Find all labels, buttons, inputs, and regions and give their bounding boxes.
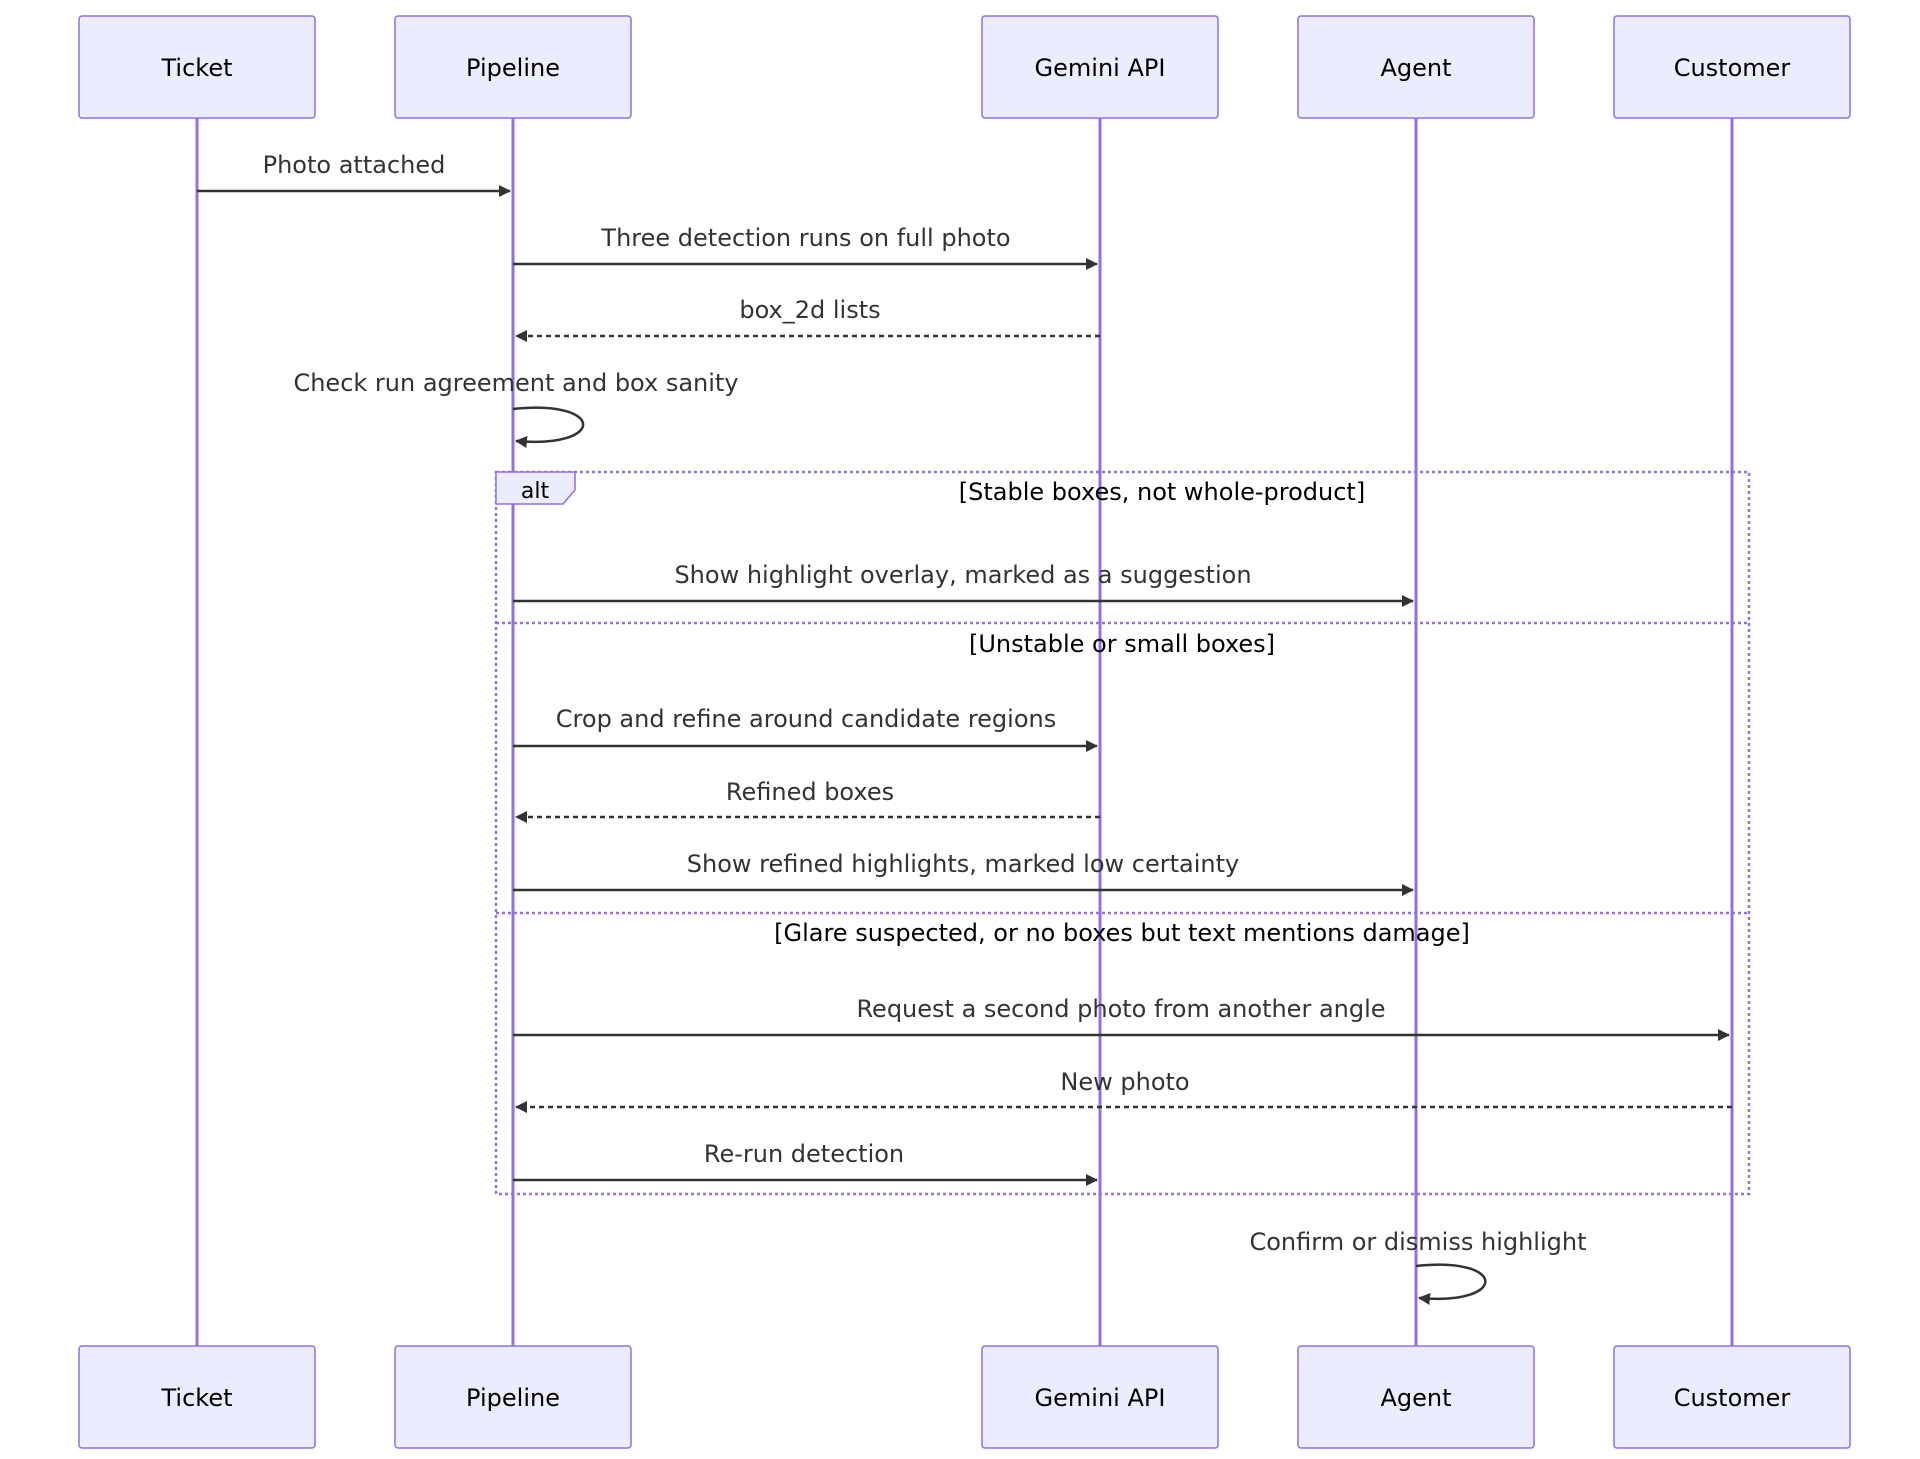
actor-box [981,15,1219,119]
actor-label: Gemini API [1035,1384,1166,1412]
actor-box [1613,1345,1851,1449]
message-label: Photo attached [263,151,446,179]
actor-box [78,15,316,119]
message-label: Check run agreement and box sanity [293,369,738,397]
alt-fragment-frame [494,470,1751,1196]
actor-label: Gemini API [1035,54,1166,82]
actor-ticket-bottom: Ticket [78,1345,316,1449]
messages: Photo attached Three detection runs on f… [197,151,1732,1305]
message-label: Crop and refine around candidate regions [556,705,1056,733]
actor-customer-bottom: Customer [1613,1345,1851,1449]
message-label: New photo [1060,1068,1189,1096]
actor-box [1297,15,1535,119]
message-label: box_2d lists [739,296,880,324]
message-self-loop [512,406,585,448]
message-label: Confirm or dismiss highlight [1249,1228,1586,1256]
actor-box [981,1345,1219,1449]
actor-gemini-api-bottom: Gemini API [981,1345,1219,1449]
actor-gemini-api: Gemini API [981,15,1219,119]
actor-label: Ticket [160,54,232,82]
actor-agent: Agent [1297,15,1535,119]
alt-condition-1: [Stable boxes, not whole-product] [959,478,1365,506]
actor-box [394,1345,632,1449]
message-label: Three detection runs on full photo [600,224,1010,252]
actor-label: Agent [1380,1384,1451,1412]
message-self-loop [1415,1263,1487,1305]
lifelines [195,118,1734,1346]
actor-label: Ticket [160,1384,232,1412]
actor-box [394,15,632,119]
actor-customer: Customer [1613,15,1851,119]
message-label: Request a second photo from another angl… [856,995,1385,1023]
actor-label: Pipeline [466,1384,560,1412]
alt-keyword: alt [521,479,550,504]
actor-label: Customer [1674,54,1791,82]
actor-agent-bottom: Agent [1297,1345,1535,1449]
actor-label: Agent [1380,54,1451,82]
actor-box [78,1345,316,1449]
actors-top: Ticket Pipeline Gemini API Agent Custome… [78,15,1851,119]
actor-label: Customer [1674,1384,1791,1412]
message-label: Refined boxes [726,778,894,806]
actor-ticket: Ticket [78,15,316,119]
message-label: Show refined highlights, marked low cert… [687,850,1239,878]
actor-label: Pipeline [466,54,560,82]
actors-bottom: Ticket Pipeline Gemini API Agent Custome… [78,1345,1851,1449]
message-label: Show highlight overlay, marked as a sugg… [674,561,1251,589]
actor-pipeline-bottom: Pipeline [394,1345,632,1449]
actor-pipeline: Pipeline [394,15,632,119]
actor-box [1613,15,1851,119]
actor-box [1297,1345,1535,1449]
alt-condition-2: [Unstable or small boxes] [969,630,1275,658]
message-label: Re-run detection [704,1140,904,1168]
alt-tab [495,471,576,505]
alt-fragment: alt [Stable boxes, not whole-product] [U… [494,470,1751,1196]
alt-condition-3: [Glare suspected, or no boxes but text m… [774,919,1470,947]
